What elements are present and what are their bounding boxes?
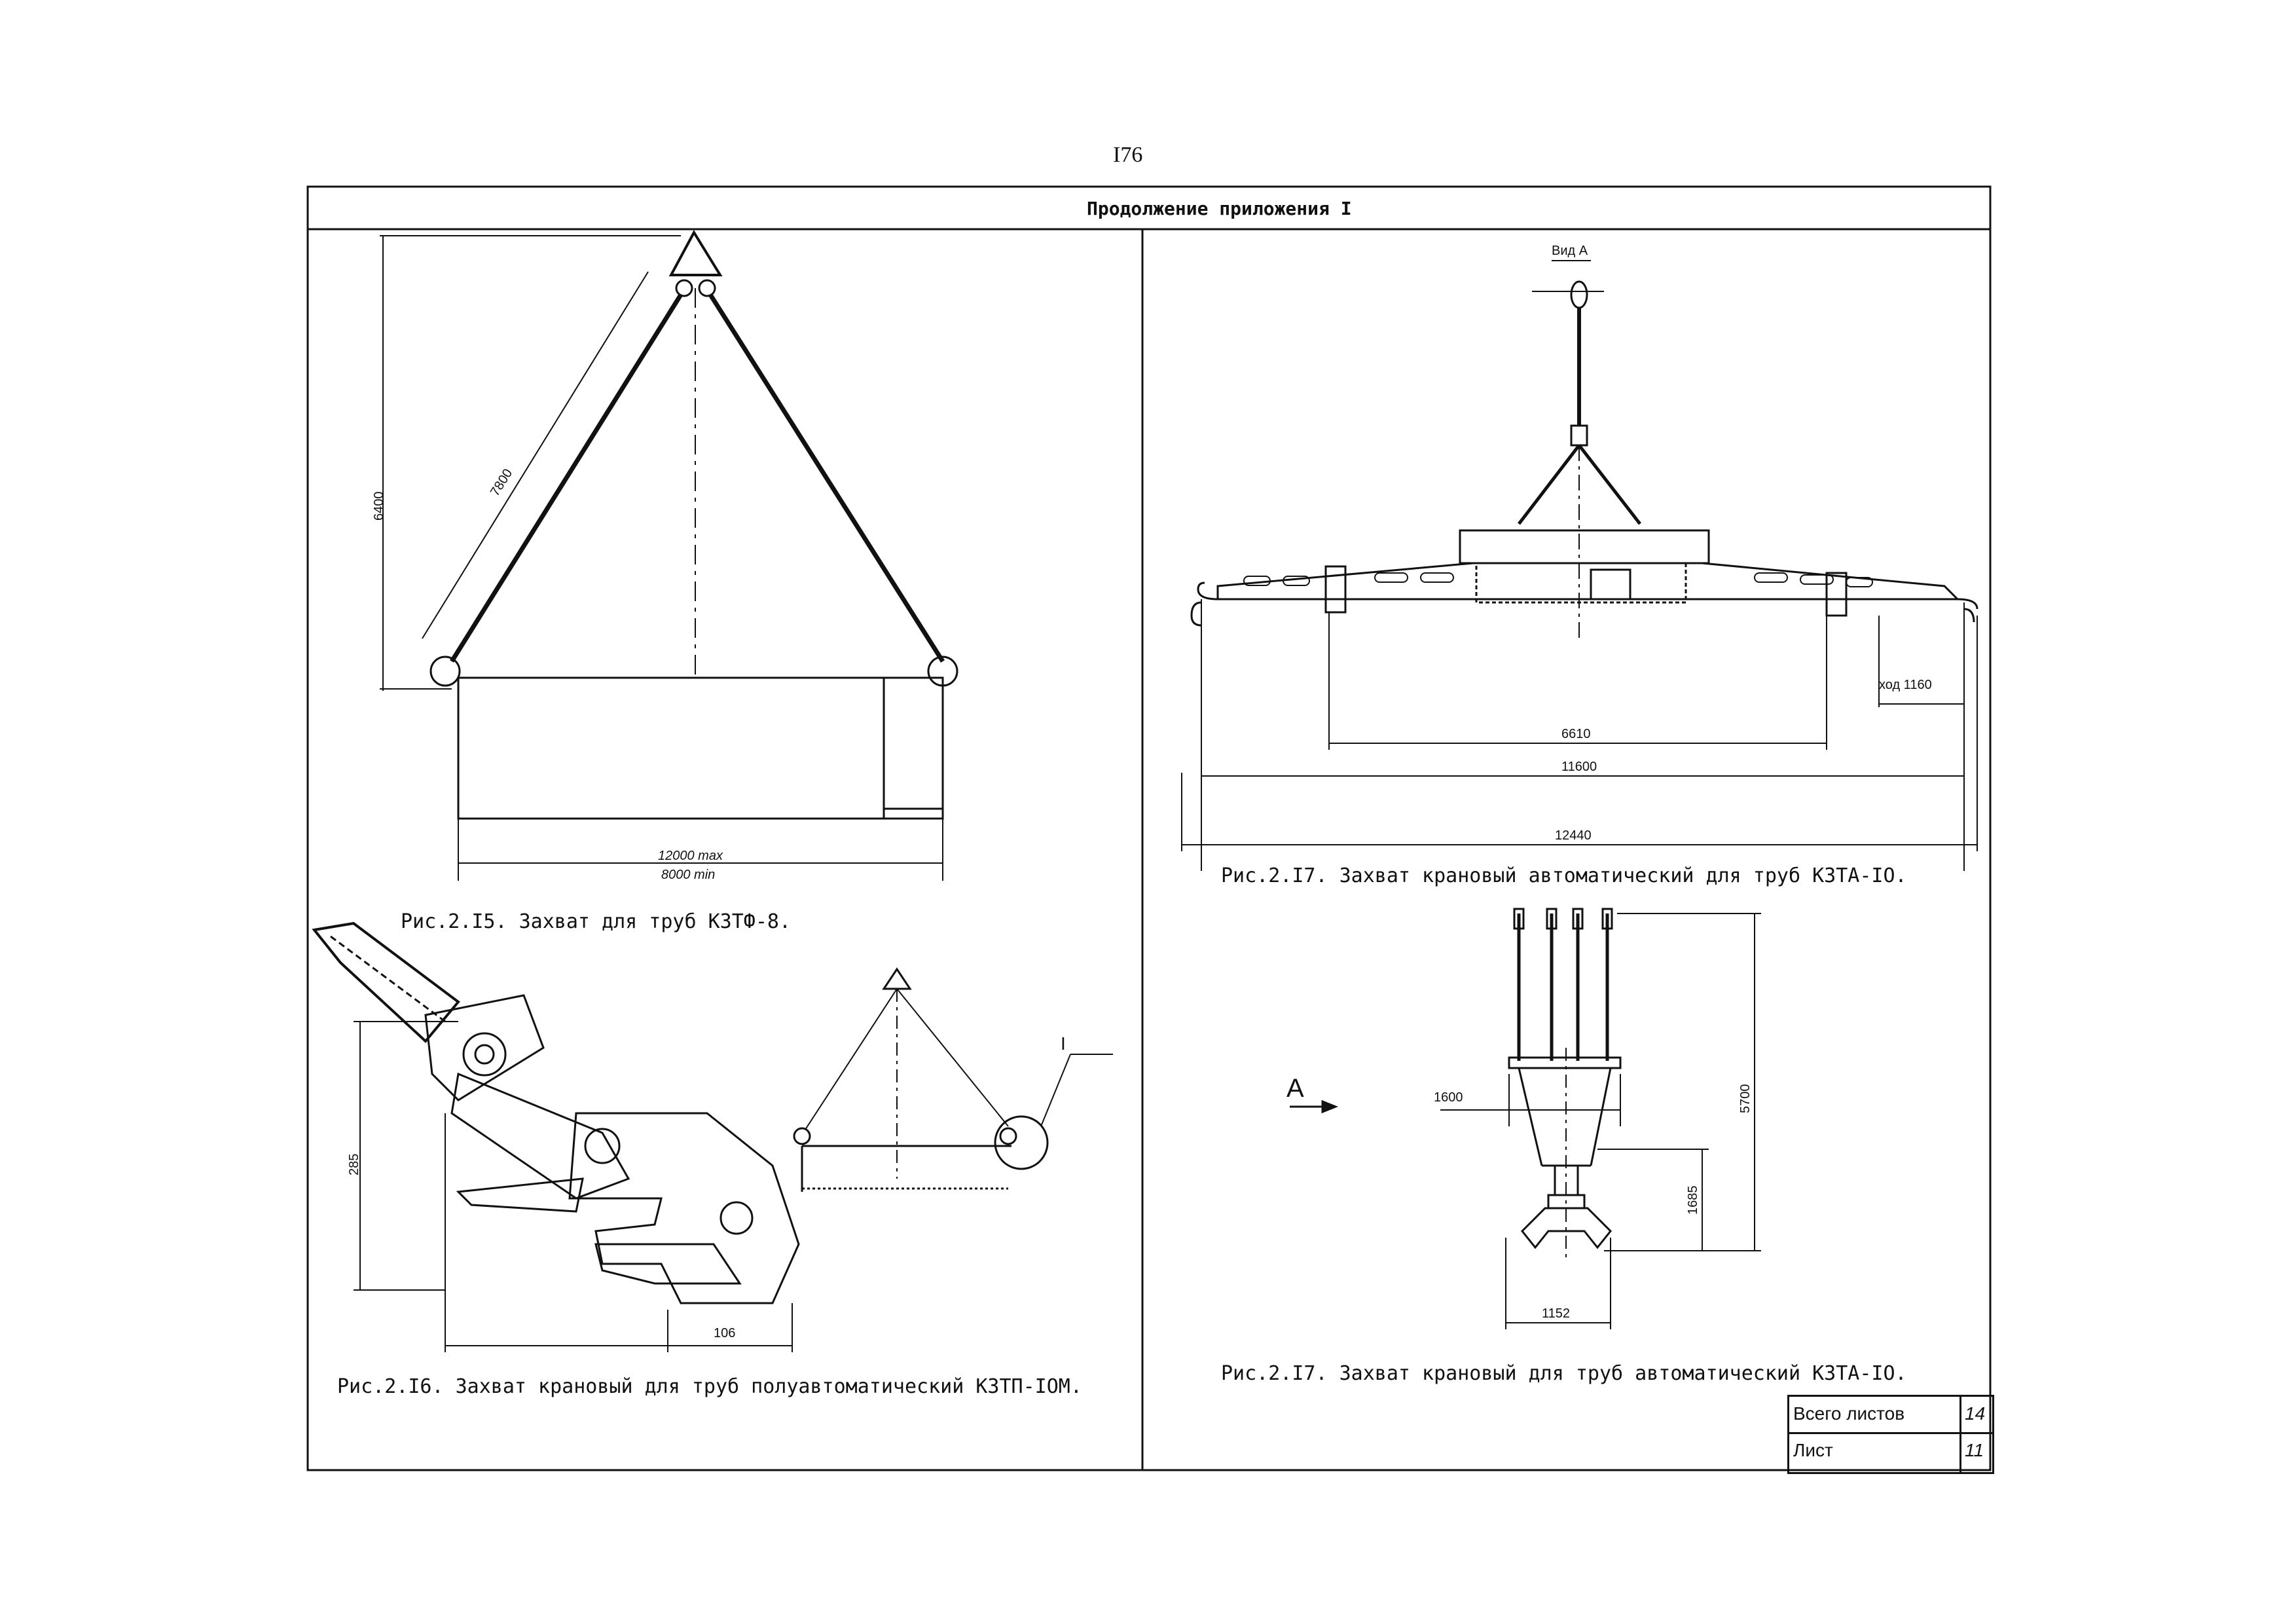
fig-2-15-drawing	[380, 229, 958, 881]
dim-1152: 1152	[1542, 1306, 1571, 1321]
total-sheets-label: Всего листов	[1793, 1403, 1905, 1424]
sheet-label: Лист	[1793, 1440, 1833, 1460]
dim-height-285: 285	[347, 1153, 361, 1175]
caption-fig-2-17-top: Рис.2.I7. Захват крановый автоматический…	[1221, 864, 1907, 887]
dim-length-min: 8000 min	[661, 868, 716, 882]
caption-fig-2-16: Рис.2.I6. Захват крановый для труб полуа…	[337, 1375, 1082, 1398]
sheet-value: 11	[1965, 1440, 1984, 1460]
dim-5700: 5700	[1738, 1084, 1753, 1114]
dim-11600: 11600	[1561, 760, 1597, 774]
arrow-label-a: А	[1286, 1074, 1304, 1103]
detail-label-I: I	[1061, 1033, 1066, 1054]
title-block: Всего листов 14 Лист 11	[1787, 1395, 1994, 1474]
page-number: I76	[1113, 143, 1143, 167]
fig-2-16-drawing	[312, 921, 1113, 1352]
dim-width-106: 106	[714, 1326, 736, 1340]
caption-fig-2-15: Рис.2.I5. Захват для труб КЗТФ-8.	[401, 910, 792, 933]
sheet-frame	[306, 185, 1992, 1471]
dim-6610: 6610	[1561, 727, 1591, 741]
appendix-header: Продолжение приложения I	[1087, 198, 1352, 219]
dim-1600: 1600	[1434, 1090, 1463, 1105]
fig-2-17-top-drawing	[1181, 260, 1978, 871]
total-sheets-value: 14	[1965, 1403, 1986, 1424]
dim-stroke-1160: ход 1160	[1879, 678, 1932, 692]
dim-height-6400: 6400	[372, 491, 386, 521]
dim-length-max: 12000 max	[658, 849, 723, 863]
dim-12440: 12440	[1555, 828, 1592, 843]
fig-2-17-bottom-drawing	[1290, 908, 1761, 1329]
dim-1685: 1685	[1686, 1185, 1700, 1215]
caption-fig-2-17-bottom: Рис.2.I7. Захват крановый для труб автом…	[1221, 1362, 1907, 1385]
view-label-a: Вид А	[1552, 244, 1588, 258]
